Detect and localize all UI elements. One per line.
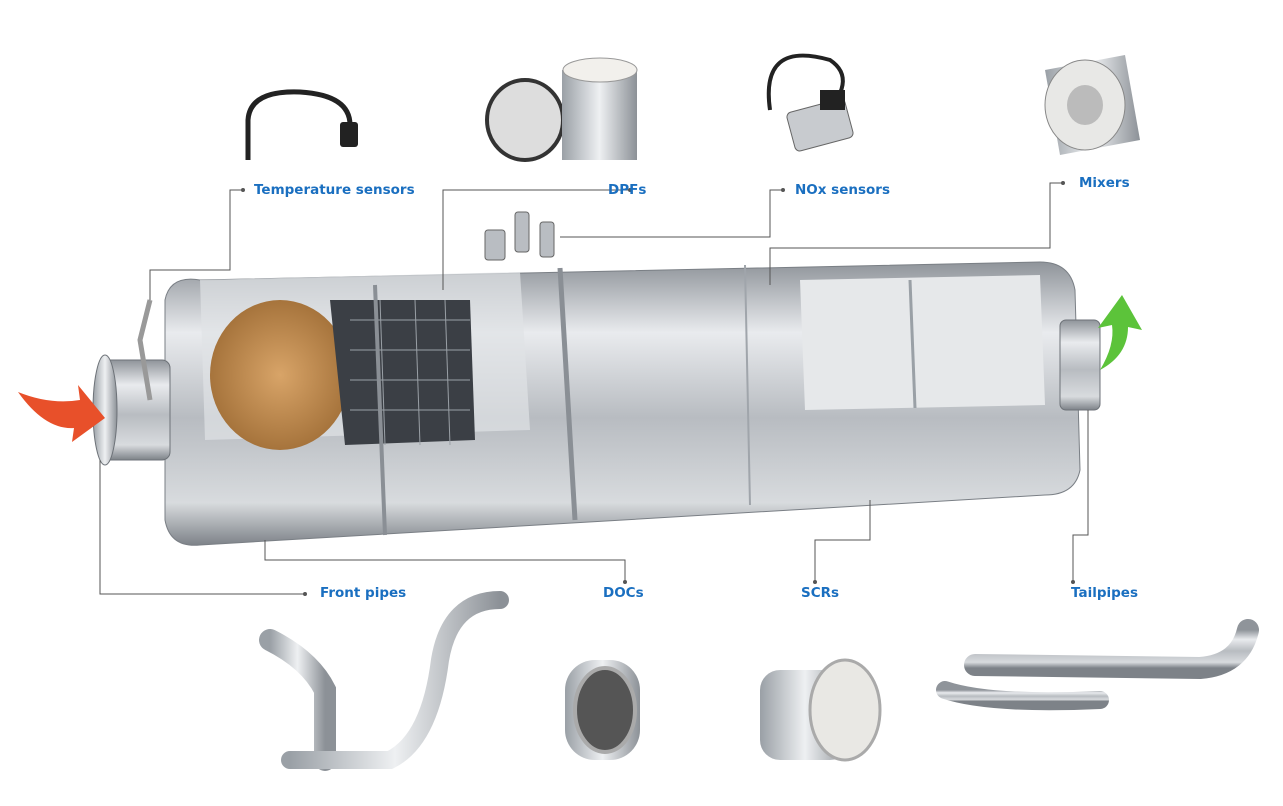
dpf-substrate (330, 300, 475, 445)
leader-dots (241, 181, 1075, 596)
label-mixers: Mixers (1079, 175, 1130, 191)
inlet-arrow (18, 385, 105, 442)
doc-substrate (210, 300, 350, 450)
leader-mixers (769, 182, 1063, 285)
scr-substrate (800, 275, 1045, 410)
doc-image (565, 660, 640, 760)
leader-front-pipes (99, 460, 305, 595)
leader-lines (99, 182, 1089, 595)
label-front-pipes: Front pipes (320, 585, 407, 601)
temperature-sensor-image (245, 89, 358, 160)
dpf-image (485, 57, 638, 162)
front-pipe-image (259, 591, 509, 771)
nox-sensor-image (766, 53, 854, 152)
temperature-sensor-probe (137, 299, 153, 401)
leader-nox-sensors (560, 189, 783, 238)
tailpipe-image (936, 619, 1259, 711)
label-dpfs: DPFs (608, 182, 647, 198)
leader-dpfs (442, 189, 630, 290)
label-temperature-sensors: Temperature sensors (254, 182, 415, 198)
leader-tailpipes (1072, 410, 1089, 582)
label-nox-sensors: NOx sensors (795, 182, 890, 198)
label-scrs: SCRs (801, 585, 840, 601)
scr-image (760, 658, 882, 762)
main-canister (92, 211, 1101, 546)
nox-sensor-cluster (484, 211, 555, 261)
outlet-arrow (1098, 295, 1142, 370)
leader-scrs (814, 500, 871, 582)
label-tailpipes: Tailpipes (1071, 585, 1138, 601)
leader-temperature-sensors (149, 189, 243, 300)
leader-docs (264, 540, 626, 582)
label-docs: DOCs (603, 585, 644, 601)
mixer-image (1044, 55, 1140, 155)
